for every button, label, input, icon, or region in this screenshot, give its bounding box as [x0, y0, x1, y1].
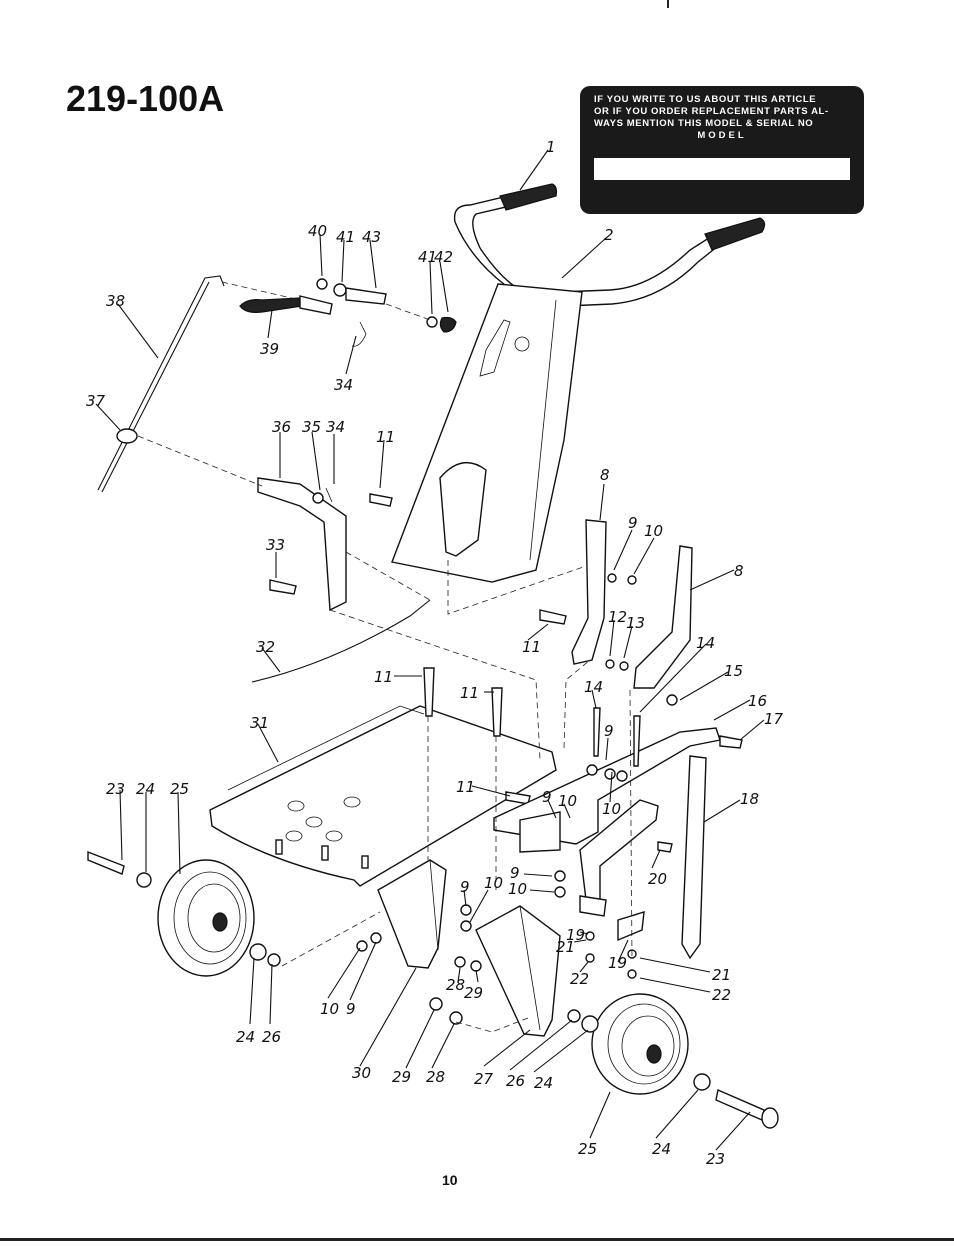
callout-28: 28 [446, 976, 465, 994]
page-number: 10 [442, 1172, 458, 1188]
callout-11: 11 [376, 428, 395, 446]
callout-17: 17 [764, 710, 784, 728]
callout-11: 11 [522, 638, 541, 656]
callout-8: 8 [600, 466, 610, 484]
callout-8: 8 [734, 562, 744, 580]
callout-24: 24 [236, 1028, 255, 1046]
right-wheel [567, 993, 779, 1129]
callout-20: 20 [648, 870, 667, 888]
callout-10: 10 [320, 1000, 339, 1018]
callout-9: 9 [604, 722, 614, 740]
notice-line-3: WAYS MENTION THIS MODEL & SERIAL NO [594, 118, 814, 129]
callout-16: 16 [748, 692, 767, 710]
notice-box: IF YOU WRITE TO US ABOUT THIS ARTICLE OR… [580, 86, 864, 214]
control-rod-assembly [97, 275, 457, 683]
callout-14: 14 [696, 634, 715, 652]
callout-33: 33 [266, 536, 285, 554]
frame-assembly [493, 694, 743, 960]
callout-31: 31 [250, 714, 269, 732]
callout-29: 29 [392, 1068, 411, 1086]
handle-assembly [391, 183, 766, 583]
top-edge-mark [667, 0, 669, 8]
callout-24: 24 [136, 780, 155, 798]
callout-1: 1 [546, 138, 556, 156]
callout-9: 9 [542, 788, 552, 806]
callout-11: 11 [456, 778, 475, 796]
callout-21: 21 [712, 966, 731, 984]
notice-line-2: OR IF YOU ORDER REPLACEMENT PARTS AL- [594, 106, 829, 117]
callout-10: 10 [644, 522, 663, 540]
side-brackets [539, 519, 693, 689]
assembly-lines [137, 281, 633, 1033]
wheel-brackets [377, 859, 561, 1037]
callout-39: 39 [260, 340, 279, 358]
callout-38: 38 [106, 292, 125, 310]
callout-11: 11 [374, 668, 393, 686]
callout-43: 43 [362, 228, 381, 246]
callout-27: 27 [474, 1070, 494, 1088]
callout-15: 15 [724, 662, 743, 680]
callout-30: 30 [352, 1064, 371, 1082]
callout-10: 10 [558, 792, 577, 810]
callout-22: 22 [712, 986, 731, 1004]
callout-25: 25 [170, 780, 189, 798]
callout-9: 9 [460, 878, 470, 896]
callout-10: 10 [484, 874, 503, 892]
callout-24: 24 [652, 1140, 671, 1158]
callout-26: 26 [262, 1028, 281, 1046]
callout-40: 40 [308, 222, 327, 240]
callout-34: 34 [334, 376, 353, 394]
model-entry-field [594, 158, 850, 180]
callout-9: 9 [628, 514, 638, 532]
callout-23: 23 [706, 1150, 725, 1168]
callout-32: 32 [256, 638, 275, 656]
callout-34: 34 [326, 418, 345, 436]
callout-numbers: 1 2 8 9 10 8 11 12 13 14 15 16 17 14 9 1… [86, 138, 784, 1168]
callout-36: 36 [272, 418, 291, 436]
callout-9: 9 [346, 1000, 356, 1018]
callout-11: 11 [460, 684, 479, 702]
callout-29: 29 [464, 984, 483, 1002]
callout-19: 19 [608, 954, 627, 972]
callout-41: 41 [336, 228, 355, 246]
callout-41: 41 [418, 248, 437, 266]
callout-2: 2 [604, 226, 614, 244]
callout-21: 21 [556, 938, 575, 956]
callout-leaders [95, 149, 765, 1151]
notice-line-1: IF YOU WRITE TO US ABOUT THIS ARTICLE [594, 94, 817, 105]
callout-12: 12 [608, 608, 627, 626]
bottom-rule [0, 1238, 954, 1241]
callout-9: 9 [510, 864, 520, 882]
model-number-title: 219-100A [66, 78, 225, 119]
callout-25: 25 [578, 1140, 597, 1158]
callout-35: 35 [302, 418, 321, 436]
callout-24: 24 [534, 1074, 553, 1092]
notice-model-label: MODEL [697, 130, 747, 141]
callout-10: 10 [602, 800, 621, 818]
callout-28: 28 [426, 1068, 445, 1086]
callout-19: 19 [566, 926, 585, 944]
callout-10: 10 [508, 880, 527, 898]
left-wheel [87, 850, 281, 977]
callout-18: 18 [740, 790, 759, 808]
base-plate [209, 667, 557, 887]
callout-22: 22 [570, 970, 589, 988]
callout-42: 42 [434, 248, 453, 266]
callout-37: 37 [86, 392, 106, 410]
callout-26: 26 [506, 1072, 525, 1090]
callout-23: 23 [106, 780, 125, 798]
callout-14: 14 [584, 678, 603, 696]
callout-13: 13 [626, 614, 645, 632]
